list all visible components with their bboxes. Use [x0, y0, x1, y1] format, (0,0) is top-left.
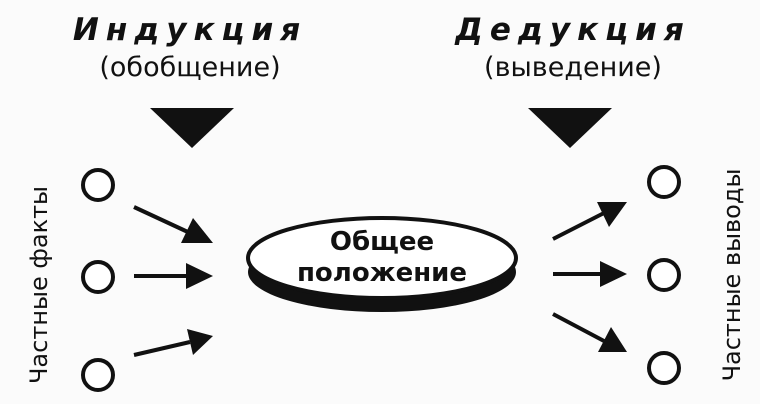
left-arrow-2-icon — [134, 263, 213, 289]
induction-down-triangle-icon — [150, 108, 234, 148]
left-arrow-1-icon — [133, 205, 213, 243]
deduction-down-triangle-icon — [528, 108, 612, 148]
deduction-title: Дедукция — [454, 12, 691, 48]
fact-circle-3-icon — [81, 358, 115, 392]
deduction-subtitle: (выведение) — [484, 52, 662, 83]
right-arrow-3-icon — [552, 312, 627, 352]
induction-subtitle: (обобщение) — [99, 52, 280, 83]
induction-title: Индукция — [73, 12, 307, 48]
general-statement-disk — [246, 216, 518, 312]
right-side-label: Частные выводы — [718, 169, 746, 382]
conclusion-circle-3-icon — [647, 351, 681, 385]
fact-circle-1-icon — [81, 168, 115, 202]
left-side-label: Частные факты — [25, 186, 53, 384]
conclusion-circle-1-icon — [647, 165, 681, 199]
right-arrow-2-icon — [553, 261, 627, 287]
right-arrow-1-icon — [552, 202, 627, 241]
left-arrow-3-icon — [133, 329, 213, 357]
general-statement-line1: Общее — [330, 227, 434, 257]
fact-circle-2-icon — [81, 260, 115, 294]
general-statement-line2: положение — [297, 258, 467, 288]
conclusion-circle-2-icon — [647, 258, 681, 292]
